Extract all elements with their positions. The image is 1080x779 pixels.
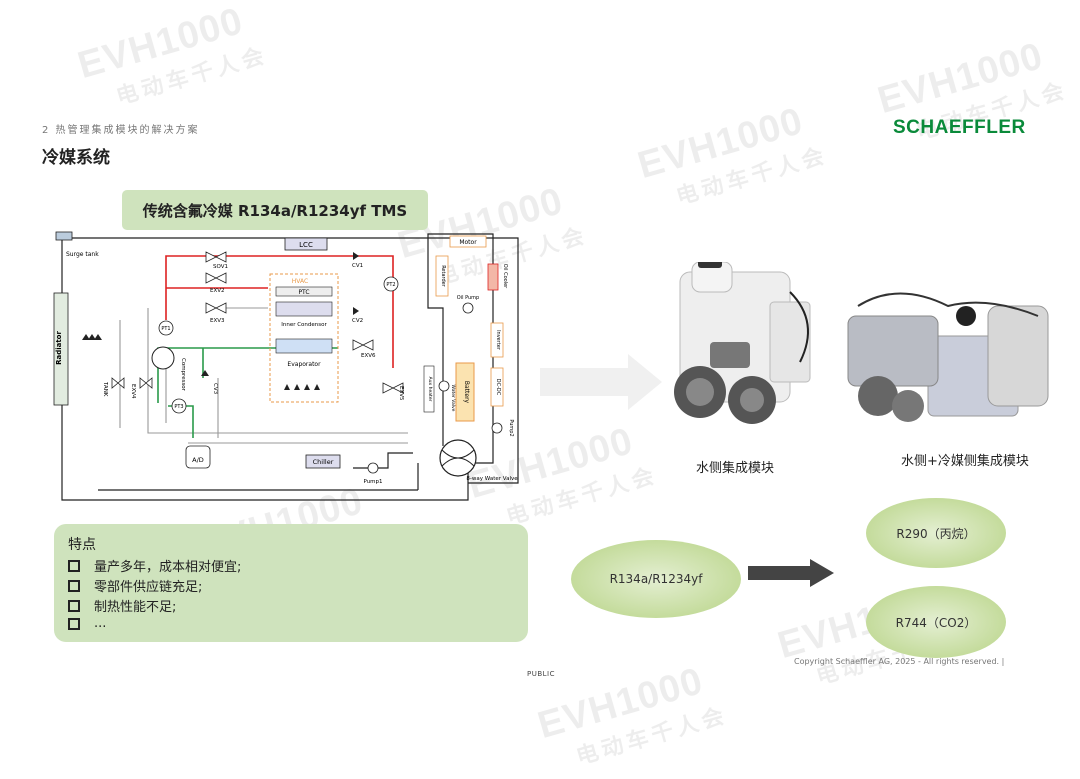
current-refrigerant-ellipse: R134a/R1234yf (571, 540, 741, 618)
checkbox-icon (68, 617, 80, 630)
ptc-label: PTC (298, 289, 309, 296)
cv1-label: CV1 (352, 263, 363, 269)
feature-item: 制热性能不足; (68, 596, 176, 615)
tms-schematic-diagram: Surge tank Radiator LCC SOV1 EXV2 EXV3 E… (53, 231, 519, 501)
water-and-refrigerant-module-image (847, 292, 1049, 422)
tank-label: TANK (102, 381, 108, 397)
dcdc-label: DC-DC (495, 379, 501, 396)
cv3-label: CV3 (212, 383, 218, 395)
ad-label: A/D (192, 456, 204, 464)
pump1-label: Pump1 (363, 479, 382, 485)
future-refrigerant-r744: R744（CO2） (866, 586, 1006, 658)
oil-cooler-label: Oil Cooler (502, 264, 508, 289)
evaporator-label: Evaporator (287, 361, 321, 368)
copyright-text: Copyright Schaeffler AG, 2025 - All righ… (794, 657, 1005, 666)
pt2-label: PT2 (386, 282, 395, 288)
exv6-label: EXV6 (361, 353, 376, 359)
features-title: 特点 (68, 537, 96, 553)
module-caption-1: 水侧集成模块 (696, 461, 775, 476)
aux-heater-label: Aux heater (427, 377, 433, 402)
pt1-label: PT1 (161, 326, 170, 332)
feature-item: ... (68, 616, 106, 631)
feature-item: 零部件供应链充足; (68, 576, 202, 595)
compressor-label: Compressor (180, 358, 186, 392)
page-title: 冷媒系统 (42, 148, 110, 168)
features-panel: 特点 量产多年，成本相对便宜; 零部件供应链充足; 制热性能不足; ... (54, 524, 528, 642)
hvac-label: HVAC (292, 278, 308, 285)
transition-arrow-icon (748, 559, 834, 587)
checkbox-icon (68, 559, 80, 572)
exv5-label: EXV5 (398, 386, 404, 401)
classification-label: PUBLIC (527, 670, 555, 678)
checkbox-icon (68, 579, 80, 592)
motor-label: Motor (459, 239, 477, 246)
sov1-label: SOV1 (213, 264, 228, 270)
battery-label: Battery (463, 381, 470, 404)
lcc-label: LCC (299, 241, 313, 249)
breadcrumb: 2 热管理集成模块的解决方案 (42, 125, 200, 136)
checkbox-icon (68, 599, 80, 612)
pt3-label: PT3 (174, 404, 183, 410)
eight-way-valve-label: 8-way Water Valve (466, 476, 518, 482)
system-banner: 传统含氟冷媒 R134a/R1234yf TMS (122, 190, 428, 230)
retarder-label: Retarder (440, 265, 446, 288)
cv2-label: CV2 (352, 318, 363, 324)
inner-condensor-label: Inner Condensor (281, 322, 327, 328)
surge-tank-label: Surge tank (66, 251, 99, 258)
schaeffler-logo: SCHAEFFLER (893, 117, 1026, 138)
water-side-module-image (674, 262, 811, 424)
inverter-label: Inverter (495, 330, 501, 351)
pump2-label: Pump2 (508, 419, 514, 436)
exv4-label: EXV4 (130, 384, 136, 399)
radiator-label: Radiator (55, 331, 63, 365)
exv3-label: EXV3 (210, 318, 225, 324)
right-arrow-icon (540, 354, 662, 410)
future-refrigerant-r290: R290（丙烷） (866, 498, 1006, 568)
feature-item: 量产多年，成本相对便宜; (68, 556, 241, 575)
water-valve-label: Water Valve (450, 385, 456, 412)
module-caption-2: 水侧+冷媒侧集成模块 (901, 454, 1029, 469)
chiller-label: Chiller (313, 458, 334, 466)
exv2-label: EXV2 (210, 288, 225, 294)
oil-pump-label: Oil Pump (457, 295, 479, 301)
